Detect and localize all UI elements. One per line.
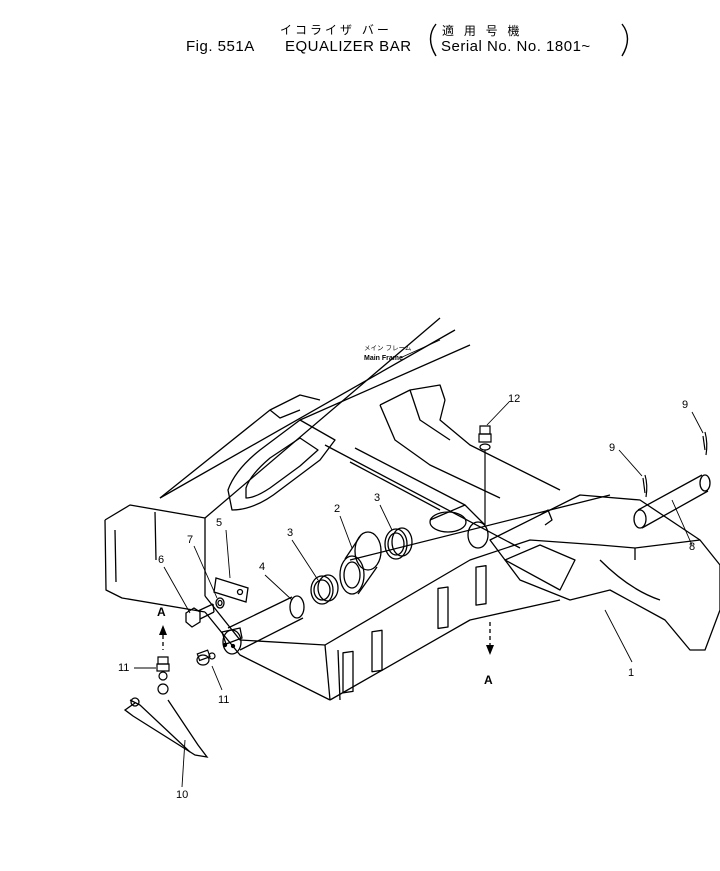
header: イコライザ バー Fig. 551A EQUALIZER BAR 適 用 号 機… bbox=[186, 23, 628, 56]
pin-part-4 bbox=[222, 596, 304, 654]
callout-1: 1 bbox=[628, 667, 634, 679]
callout-9-right: 9 bbox=[682, 399, 688, 411]
lock-plate-part-5 bbox=[214, 578, 248, 602]
callout-7: 7 bbox=[187, 534, 193, 546]
open-paren bbox=[431, 24, 437, 56]
title-en: EQUALIZER BAR bbox=[285, 38, 412, 55]
callout-8: 8 bbox=[689, 541, 695, 553]
fig-label: Fig. 551A bbox=[186, 38, 255, 55]
main-frame bbox=[105, 318, 720, 700]
bolt-part-6 bbox=[186, 604, 214, 627]
main-frame-label: メイン フレーム Main Frame bbox=[364, 340, 440, 362]
callout-2: 2 bbox=[334, 503, 340, 515]
serial-number: Serial No. No. 1801~ bbox=[441, 38, 591, 55]
callout-3-right: 3 bbox=[374, 492, 380, 504]
callout-12: 12 bbox=[508, 393, 520, 405]
main-frame-label-en: Main Frame bbox=[364, 355, 403, 362]
callout-9-left: 9 bbox=[609, 442, 615, 454]
callout-10: 10 bbox=[176, 789, 188, 801]
fitting-part-11-right bbox=[197, 650, 215, 665]
callout-4: 4 bbox=[259, 561, 265, 573]
fitting-part-11-left bbox=[157, 657, 169, 694]
grease-fitting-part-12 bbox=[479, 426, 491, 525]
snap-pins-part-9 bbox=[643, 432, 707, 497]
section-marker-right: A bbox=[484, 622, 494, 687]
ring-part-3-right bbox=[385, 528, 412, 559]
main-frame-label-jp: メイン フレーム bbox=[364, 344, 412, 352]
section-letter-left: A bbox=[157, 605, 166, 619]
section-marker-left: A bbox=[157, 605, 167, 650]
shaft-part-8 bbox=[634, 475, 710, 528]
ring-part-3-left bbox=[311, 575, 338, 604]
washer-part-7 bbox=[216, 598, 224, 608]
callouts: 1 2 3 3 4 5 6 7 8 9 9 10 11 11 12 bbox=[118, 393, 695, 801]
leader-lines bbox=[134, 402, 703, 787]
applicability-jp: 適 用 号 機 bbox=[442, 23, 522, 38]
callout-11-right: 11 bbox=[218, 694, 229, 706]
callout-6: 6 bbox=[158, 554, 164, 566]
grease-line-part-10 bbox=[125, 698, 207, 757]
close-paren bbox=[622, 24, 628, 56]
section-letter-right: A bbox=[484, 673, 493, 687]
callout-11-left: 11 bbox=[118, 662, 129, 674]
callout-5: 5 bbox=[216, 517, 222, 529]
bushing-part-2 bbox=[340, 532, 381, 594]
callout-3-left: 3 bbox=[287, 527, 293, 539]
title-jp: イコライザ バー bbox=[280, 23, 392, 37]
